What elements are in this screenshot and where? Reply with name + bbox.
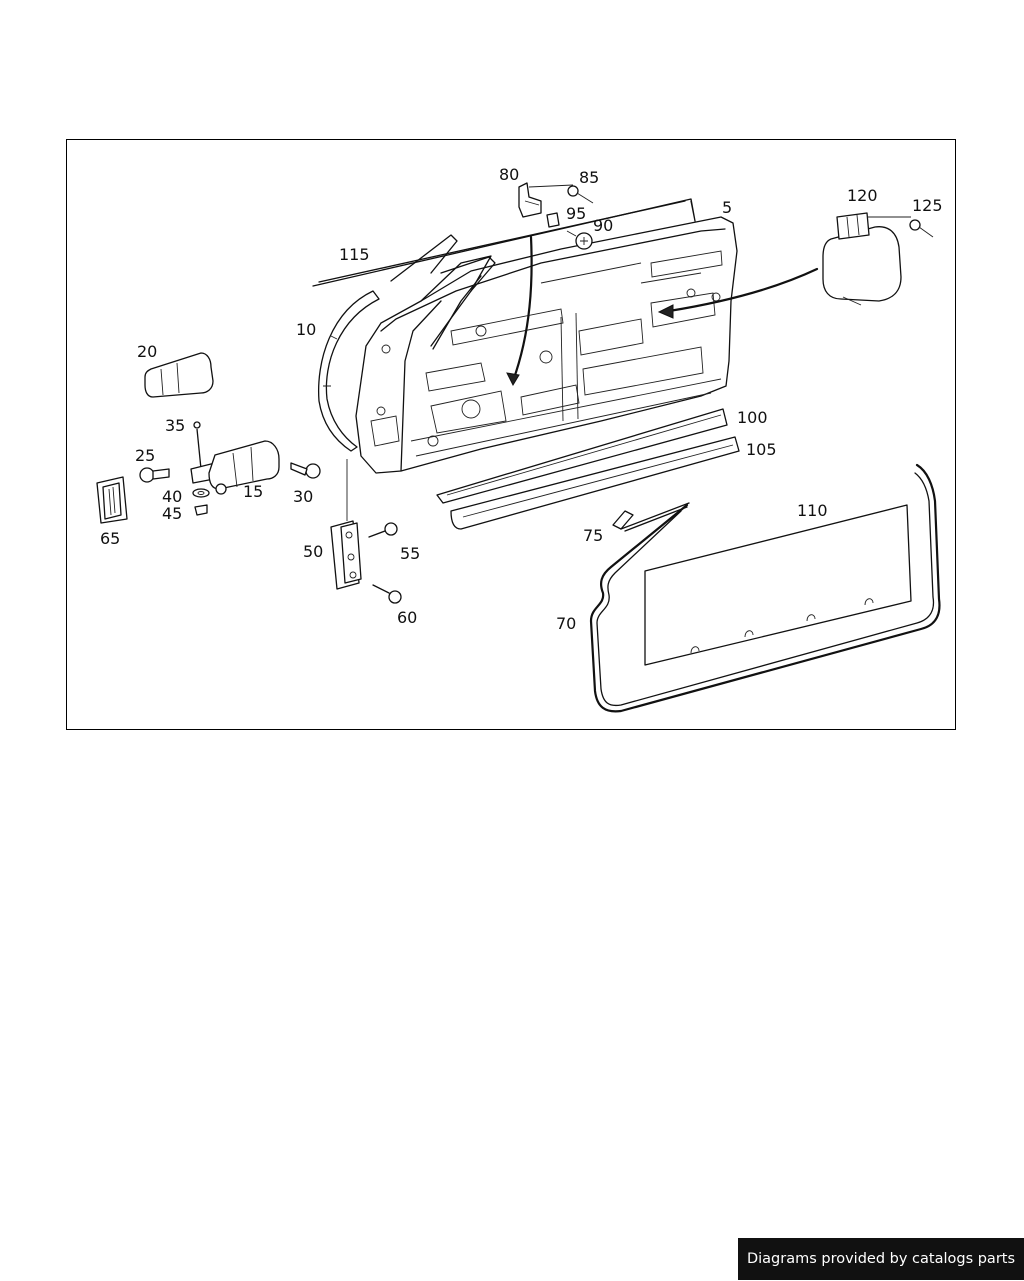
clip-part-75 [612,502,690,532]
callout-5: 5 [722,198,732,217]
screw-part-60 [372,584,402,604]
callout-25: 25 [135,446,155,465]
callout-10: 10 [296,320,316,339]
window-strip-part-100 [436,408,728,504]
parts-diagram-frame: 5 10 15 20 25 30 35 40 45 50 55 60 65 70… [66,139,956,730]
callout-110: 110 [797,501,828,520]
callout-65: 65 [100,529,120,548]
screw-part-55 [368,522,398,538]
callout-90: 90 [593,216,613,235]
washer-part-40 [192,488,210,498]
callout-45: 45 [162,504,182,523]
hinge-part-50 [330,459,362,590]
check-strap-part-15 [190,421,280,495]
sleeve-part-20 [144,352,214,398]
trim-strip-part-115 [312,198,696,292]
buffer-part-65 [96,476,128,524]
clip-part-45 [194,504,208,516]
assembly-arrow-right [667,267,819,313]
door-seal-part-70 [589,463,941,713]
screw-part-85 [567,185,594,204]
bolt-part-25 [139,467,170,483]
callout-120: 120 [847,186,878,205]
screw-part-90 [566,230,593,250]
callout-20: 20 [137,342,157,361]
callout-35: 35 [165,416,185,435]
front-seal-part-10 [317,290,380,452]
arrowhead-top [506,372,520,387]
bolt-part-30 [290,462,321,479]
callout-75: 75 [583,526,603,545]
arrowhead-right [657,304,674,319]
assembly-arrow-top [511,235,533,383]
callout-125: 125 [912,196,943,215]
credit-badge: Diagrams provided by catalogs parts [738,1238,1024,1280]
callout-55: 55 [400,544,420,563]
door-panel-part-110 [644,504,912,666]
cover-part-120 [822,212,911,306]
callout-60: 60 [397,608,417,627]
clip-part-95 [546,212,560,228]
callout-15: 15 [243,482,263,501]
callout-100: 100 [737,408,768,427]
callout-30: 30 [293,487,313,506]
callout-50: 50 [303,542,323,561]
credit-text: Diagrams provided by catalogs parts [746,1251,1016,1267]
callout-40: 40 [162,487,182,506]
door-shell-part-5 [355,216,738,474]
callout-85: 85 [579,168,599,187]
callout-95: 95 [566,204,586,223]
callout-70: 70 [556,614,576,633]
callout-105: 105 [746,440,777,459]
callout-115: 115 [339,245,370,264]
window-strip-part-105 [450,436,740,530]
bracket-part-80 [518,182,574,218]
clip-part-125 [909,219,934,238]
callout-80: 80 [499,165,519,184]
